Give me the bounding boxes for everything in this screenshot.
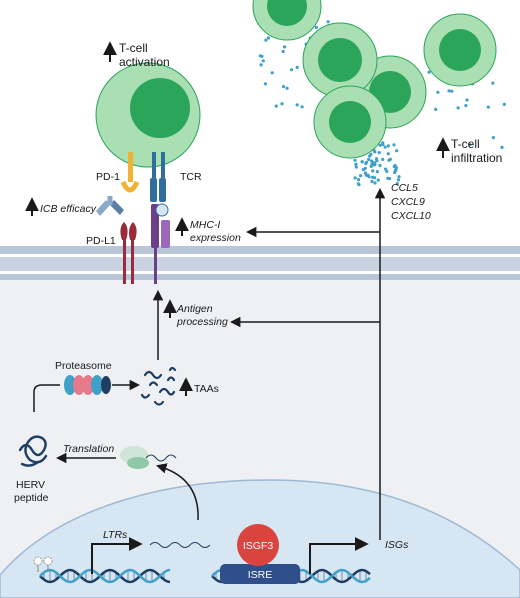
- arrow-isgs: [309, 537, 369, 574]
- svg-text:expression: expression: [190, 232, 241, 244]
- pd1-label: PD-1: [96, 171, 120, 183]
- svg-text:Antigen: Antigen: [176, 303, 213, 315]
- svg-text:CXCL10: CXCL10: [391, 210, 431, 222]
- main-tcell: [95, 62, 201, 168]
- svg-text:processing: processing: [176, 316, 228, 328]
- svg-text:ICB efficacy: ICB efficacy: [40, 203, 97, 215]
- svg-text:ISGF3: ISGF3: [243, 540, 274, 552]
- tcell-5: [313, 85, 387, 159]
- mhc-expression-label: MHC-I expression: [175, 217, 241, 244]
- svg-text:activation: activation: [119, 55, 170, 69]
- tcr-label: TCR: [180, 171, 202, 183]
- svg-text:MHC-I: MHC-I: [190, 219, 220, 231]
- translation-label: Translation: [63, 443, 114, 455]
- svg-text:T-cell: T-cell: [451, 137, 480, 151]
- svg-text:CCL5: CCL5: [391, 182, 418, 194]
- svg-text:T-cell: T-cell: [119, 41, 148, 55]
- ltrs-label: LTRs: [103, 529, 128, 541]
- antibody-icon: [96, 196, 124, 216]
- cell-membrane: [0, 246, 520, 280]
- taa-fragments-icon: [140, 366, 177, 406]
- isre-box: ISRE: [220, 564, 300, 584]
- arrow-proteasome-to-taa: [33, 384, 60, 412]
- dna-left: [39, 568, 171, 584]
- tcr-receptor: [150, 152, 166, 202]
- tcell-cluster: [252, 0, 497, 159]
- ltr-transcript: [149, 542, 211, 548]
- taas-label: TAAs: [179, 377, 219, 396]
- tcell-2: [423, 13, 497, 87]
- svg-text:infiltration: infiltration: [451, 151, 502, 165]
- pd1-receptor: [120, 152, 140, 193]
- svg-text:ISRE: ISRE: [248, 569, 273, 581]
- pdl1-label: PD-L1: [86, 235, 116, 247]
- proteasome-icon: [64, 375, 111, 395]
- tcell-infiltration-label: T-cell infiltration: [436, 137, 502, 165]
- antigen-processing-label: Antigen processing: [163, 299, 228, 328]
- svg-text:TAAs: TAAs: [194, 383, 219, 395]
- arrow-transcript-to-ribosome: [155, 463, 199, 521]
- tcell-1: [252, 0, 322, 41]
- proteasome-label: Proteasome: [55, 360, 112, 372]
- ribosome-icon: [120, 446, 177, 469]
- arrow-ltrs: [91, 537, 143, 574]
- icb-efficacy-label: ICB efficacy: [25, 197, 97, 216]
- isgs-label: ISGs: [385, 539, 409, 551]
- methylation-marks-icon: [33, 556, 53, 572]
- chemokine-labels: CCL5 CXCL9 CXCL10: [391, 182, 431, 222]
- isgf3-complex: ISGF3: [237, 524, 279, 566]
- herv-label-1: HERV: [16, 479, 45, 491]
- tcell-activation-label: T-cell activation: [103, 41, 170, 69]
- tcell-4: [302, 22, 378, 98]
- mhc-i-molecule: [151, 203, 170, 284]
- svg-text:CXCL9: CXCL9: [391, 196, 425, 208]
- herv-label-2: peptide: [14, 492, 49, 504]
- herv-peptide-icon: [18, 435, 48, 467]
- pdl1-ligand: [120, 222, 137, 284]
